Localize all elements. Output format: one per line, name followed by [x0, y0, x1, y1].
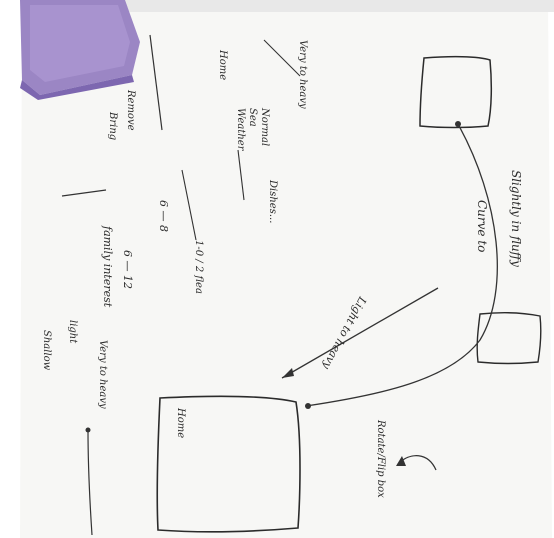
bracket-line-4	[263, 39, 301, 77]
note-list-b-1: Remove	[125, 89, 136, 131]
paper-top-shadow	[120, 0, 554, 12]
bracket-line-3	[237, 149, 245, 201]
rotate-arrow-head	[396, 456, 406, 466]
left-vertical-line	[87, 429, 93, 536]
note-curve-mid: Curve to	[475, 200, 489, 252]
note-list-a-2: Weather	[235, 108, 246, 152]
paper-sheet	[20, 0, 552, 538]
note-arrow-1: Very to heavy	[97, 340, 108, 409]
bracket-line-2	[149, 34, 163, 131]
square-bottom-left	[156, 395, 301, 533]
purple-container	[20, 0, 140, 100]
note-left-1: 6 — 12	[121, 250, 134, 289]
note-rotate: Rotate/Flip box	[375, 419, 386, 498]
curve-end-dot	[455, 121, 461, 127]
note-list-a-0: Normal	[259, 107, 270, 146]
bracket-line-1	[61, 189, 107, 197]
note-bottom-0: Shallow	[41, 330, 52, 371]
note-bottom-1: Home	[175, 407, 186, 438]
bracket-line-5	[181, 169, 197, 241]
note-left-4: 1-0 / 2 flea	[193, 240, 204, 294]
left-line-dot	[85, 427, 91, 433]
note-side-a: Dishes...	[267, 179, 278, 223]
note-left-0: 6 — 8	[157, 200, 170, 232]
note-left-2: family interest	[101, 225, 114, 308]
diagonal-arrow-head	[282, 368, 294, 378]
curve-start-dot	[305, 403, 311, 409]
note-curve-top: Slightly in fluffy	[509, 170, 523, 267]
curve-connector	[305, 123, 498, 407]
note-arrow-3: Very to heavy	[297, 40, 308, 109]
note-list-b-0: Home	[217, 49, 228, 80]
note-list-a-1: Sea	[247, 108, 258, 127]
note-list-b-2: Bring	[107, 111, 118, 140]
square-right-middle	[476, 311, 542, 365]
diagonal-arrow	[281, 287, 439, 379]
note-left-3: light	[67, 320, 78, 344]
square-top-right	[419, 55, 493, 129]
